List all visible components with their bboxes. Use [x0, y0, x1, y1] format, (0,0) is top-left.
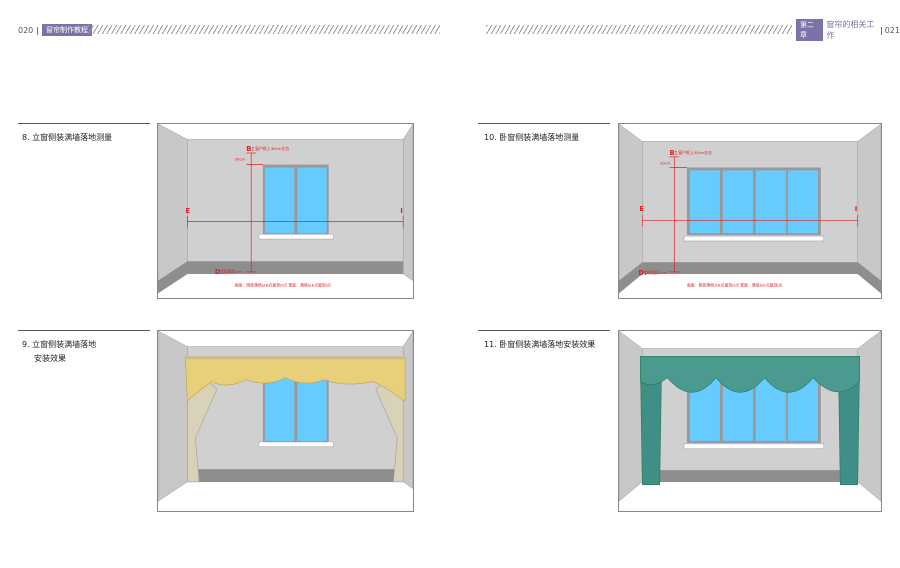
svg-text:离地面2cm: 离地面2cm [223, 269, 243, 274]
item-title: 10. 卧窗侧装满墙落地测量 [484, 133, 580, 142]
header-right: 第二章 窗帘的相关工作 | 021 [796, 19, 900, 41]
section-title: 窗帘的相关工作 [826, 20, 875, 40]
header-hatch-right [486, 25, 792, 34]
chapter-tag: 第二章 [796, 19, 824, 41]
divider [478, 123, 610, 124]
measure-diagram-horizontal: E I B: 窗户框上30cm左右 30cm D: 离地面2cm 高度：侧装落地… [618, 123, 882, 299]
item-title: 9. 立窗侧装满墙落地安装效果 [22, 340, 97, 363]
svg-text:I: I [400, 207, 403, 215]
caption: 高度：侧装落地从B点量到D点 宽度：满墙从E点量到I点 [687, 282, 783, 287]
divider [18, 123, 150, 124]
svg-text:E: E [639, 205, 644, 213]
gold-curtain [184, 356, 407, 483]
header-hatch-left [88, 25, 440, 34]
divider [478, 330, 610, 331]
header-left: 020 | 窗帘制作教程 [18, 24, 92, 36]
room [158, 124, 413, 298]
svg-text:30cm: 30cm [235, 157, 246, 162]
measure-lines [641, 156, 859, 273]
svg-text:D:: D: [638, 269, 646, 277]
item-title: 8. 立窗侧装满墙落地测量 [22, 133, 113, 142]
measure-lines [187, 152, 404, 273]
svg-text:离地面2cm: 离地面2cm [646, 270, 666, 275]
window [258, 164, 334, 240]
caption: 高度：侧装落地从B点量到D点 宽度：满墙从E点量到I点 [235, 282, 332, 287]
window [683, 167, 824, 242]
svg-text:E: E [185, 207, 190, 215]
item-title: 11. 卧窗侧装满墙落地安装效果 [484, 340, 596, 349]
page-number: 020 [18, 25, 34, 35]
svg-text:D:: D: [215, 268, 223, 276]
svg-text:B:: B: [246, 145, 254, 153]
install-effect-vertical [157, 330, 414, 512]
teal-curtain [640, 356, 860, 486]
svg-text:I: I [855, 205, 858, 213]
section-tag: 窗帘制作教程 [41, 24, 92, 36]
measure-diagram-vertical: E I B: 窗户框上30cm左右 30cm D: 离地面2cm 高度：侧装落地… [157, 123, 414, 299]
divider [18, 330, 150, 331]
svg-text:30cm: 30cm [660, 161, 671, 166]
svg-text:窗户框上30cm左右: 窗户框上30cm左右 [678, 150, 712, 155]
svg-text:B:: B: [669, 149, 677, 157]
page-number: 021 [884, 25, 900, 35]
install-effect-horizontal [618, 330, 882, 512]
svg-text:窗户框上30cm左右: 窗户框上30cm左右 [255, 146, 289, 151]
